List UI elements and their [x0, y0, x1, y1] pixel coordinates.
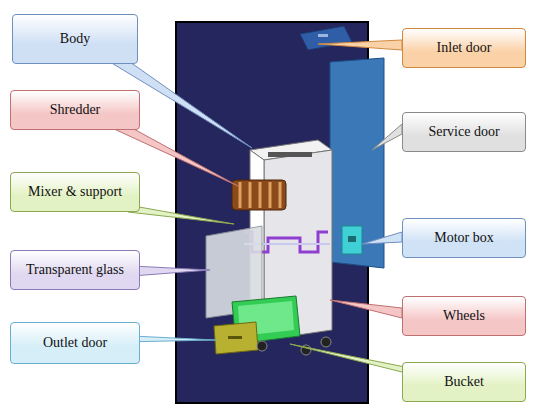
- service-door-part: [330, 58, 384, 268]
- callout-tail: [290, 344, 410, 372]
- callout-text: Inlet door: [437, 40, 492, 56]
- callout-box: Bucket: [402, 362, 526, 402]
- callout-tail: [362, 232, 402, 244]
- wheel: [257, 341, 267, 351]
- callout-tail: [128, 205, 234, 224]
- body-opening: [268, 152, 312, 157]
- outlet-door-handle: [228, 336, 242, 339]
- callout-tail: [372, 124, 402, 150]
- callout-box: Wheels: [402, 296, 526, 336]
- outlet-door-part: [214, 322, 258, 354]
- callout-box: Shredder: [10, 90, 140, 130]
- callout-box: Transparent glass: [10, 250, 140, 290]
- callout-text: Transparent glass: [26, 262, 124, 278]
- callout-text: Shredder: [50, 102, 101, 118]
- callout-box: Motor box: [402, 218, 526, 258]
- callout-tail: [318, 40, 402, 50]
- callout-text: Wheels: [443, 308, 485, 324]
- callout-tail: [330, 300, 402, 318]
- callout-box: Outlet door: [10, 322, 140, 364]
- callout-text: Mixer & support: [28, 184, 122, 200]
- callout-box: Inlet door: [402, 28, 526, 68]
- callout-tail: [132, 266, 210, 276]
- callout-box: Service door: [402, 112, 526, 152]
- shredder-part: [232, 180, 286, 210]
- callout-text: Bucket: [444, 374, 484, 390]
- callout-text: Outlet door: [43, 335, 107, 351]
- callout-text: Body: [60, 31, 90, 47]
- wheel: [321, 337, 331, 347]
- inlet-door-part: [300, 26, 352, 50]
- callout-box: Body: [12, 14, 138, 64]
- callout-text: Motor box: [434, 230, 494, 246]
- motor-box-part: [342, 226, 362, 254]
- inlet-door-handle: [318, 34, 328, 37]
- callout-box: Mixer & support: [10, 172, 140, 212]
- motor-box-window: [348, 236, 356, 242]
- callout-text: Service door: [428, 124, 499, 140]
